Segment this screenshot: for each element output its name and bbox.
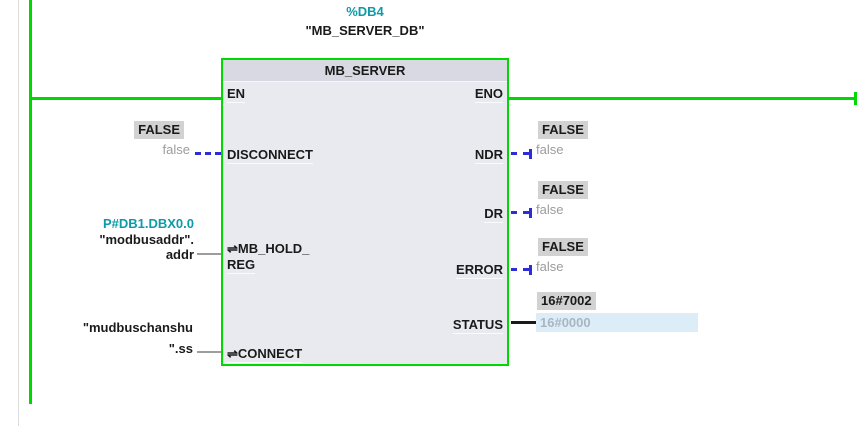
pin-status[interactable]: STATUS: [452, 317, 503, 334]
pin-error[interactable]: ERROR: [456, 262, 503, 279]
mb-server-block[interactable]: MB_SERVER: [221, 58, 509, 366]
disconnect-connector: [195, 152, 221, 155]
dr-monitor-box: FALSE: [538, 181, 588, 199]
block-title[interactable]: MB_SERVER: [223, 60, 507, 82]
pin-connect-label: CONNECT: [237, 346, 303, 361]
connect-connector: [197, 351, 221, 353]
error-monitor-box: FALSE: [538, 238, 588, 256]
wire-eno-endpoint: [854, 92, 857, 105]
mb-hold-reg-operand-line2[interactable]: addr: [165, 247, 194, 262]
ndr-connector-terminal: [529, 149, 532, 159]
dr-operand-value[interactable]: false: [536, 202, 564, 217]
instance-db-name[interactable]: "MB_SERVER_DB": [305, 23, 425, 38]
ndr-monitor-box: FALSE: [538, 121, 588, 139]
status-operand-value[interactable]: 16#0000: [536, 313, 698, 332]
error-connector: [511, 268, 529, 271]
mb-hold-reg-pointer: P#DB1.DBX0.0: [102, 216, 194, 231]
inout-icon: ⇌: [227, 346, 238, 361]
status-monitor-box: 16#7002: [537, 292, 596, 310]
network-margin-line: [18, 0, 19, 426]
pin-mb-hold-reg-line2[interactable]: REG: [227, 257, 256, 274]
dr-connector-terminal: [529, 208, 532, 218]
connect-operand-line2[interactable]: ".ss: [168, 341, 193, 356]
pin-eno[interactable]: ENO: [474, 86, 503, 103]
pin-connect[interactable]: ⇌CONNECT: [227, 346, 303, 363]
pin-disconnect[interactable]: DISCONNECT: [227, 147, 313, 164]
connect-operand-line1[interactable]: "mudbuschanshu: [82, 320, 193, 335]
disconnect-monitor-box: FALSE: [134, 121, 184, 139]
ndr-operand-value[interactable]: false: [536, 142, 564, 157]
wire-en: [29, 97, 221, 100]
ndr-connector: [511, 152, 529, 155]
power-rail: [29, 0, 32, 404]
mb-hold-reg-connector: [197, 253, 221, 255]
pin-mb-hold-reg-line1[interactable]: ⇌MB_HOLD_: [227, 241, 309, 256]
pin-ndr[interactable]: NDR: [474, 147, 503, 164]
error-connector-terminal: [529, 265, 532, 275]
wire-eno: [509, 97, 857, 100]
pin-en[interactable]: EN: [227, 86, 246, 103]
disconnect-operand-value[interactable]: false: [162, 142, 190, 157]
instance-db-address[interactable]: %DB4: [346, 4, 384, 19]
dr-connector: [511, 211, 529, 214]
mb-hold-reg-operand-line1[interactable]: "modbusaddr".: [99, 232, 194, 247]
status-connector: [511, 321, 536, 324]
inout-icon: ⇌: [227, 241, 238, 256]
pin-mb-hold-reg-label: MB_HOLD_: [237, 241, 310, 256]
pin-dr[interactable]: DR: [484, 206, 503, 223]
error-operand-value[interactable]: false: [536, 259, 564, 274]
